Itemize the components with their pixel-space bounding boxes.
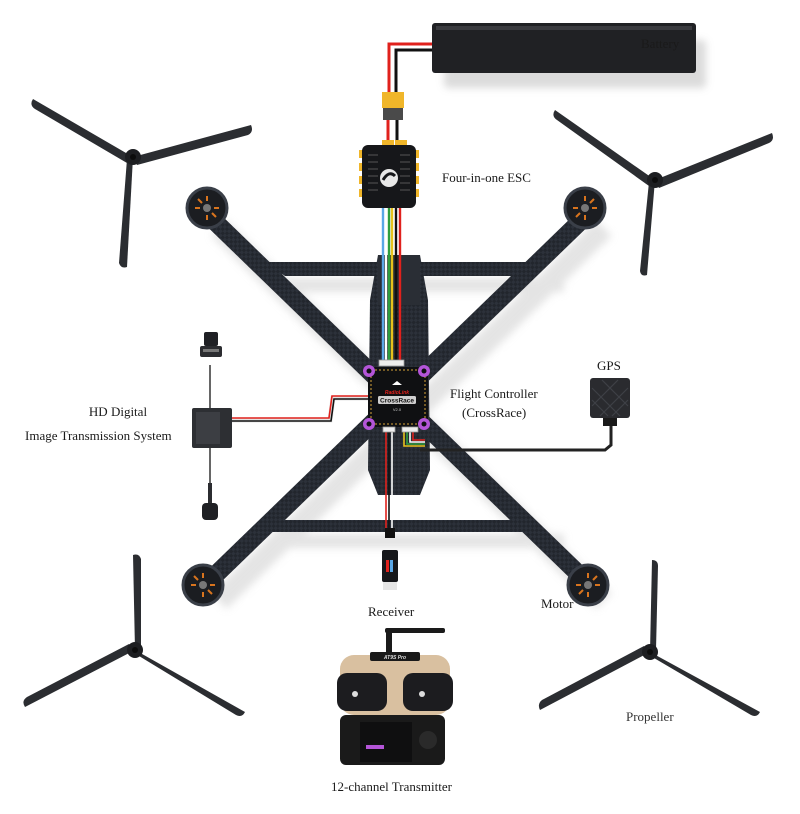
battery xyxy=(432,23,706,88)
four-in-one-esc xyxy=(359,140,419,208)
gps-cable xyxy=(401,426,613,452)
gps-module xyxy=(590,378,630,426)
motor-bottom-right xyxy=(566,563,610,607)
battery-pack xyxy=(432,23,696,73)
label-hd-line2: Image Transmission System xyxy=(25,428,172,443)
fc-brand-text: RadioLink xyxy=(385,390,409,396)
label-flight-controller-model: (CrossRace) xyxy=(462,405,527,420)
tx-left-gimbal xyxy=(337,673,387,711)
fc-version-text: V2.0 xyxy=(393,407,402,412)
label-hd-line1: HD Digital xyxy=(88,404,148,419)
label-receiver: Receiver xyxy=(368,604,415,619)
xt60-connector xyxy=(382,92,404,140)
frame-brace-bottom xyxy=(265,520,535,532)
label-transmitter: 12-channel Transmitter xyxy=(331,779,452,794)
label-esc: Four-in-one ESC xyxy=(442,170,531,185)
battery-power-wires xyxy=(387,42,432,95)
motor-top-left xyxy=(185,186,229,230)
fc-direction-arrow-icon xyxy=(392,381,402,385)
propeller-top-right xyxy=(553,110,773,276)
hd-video-transmission-system xyxy=(192,332,232,520)
flight-controller: RadioLink CrossRace V2.0 xyxy=(363,365,430,430)
propeller-top-left xyxy=(31,99,252,268)
tx-screen xyxy=(360,722,412,762)
esc-signal-ribbon xyxy=(378,208,405,367)
label-battery: Battery xyxy=(641,36,680,51)
motor-top-right xyxy=(563,186,607,230)
label-flight-controller: Flight Controller xyxy=(450,386,538,401)
fpv-camera xyxy=(200,332,222,357)
gps-unit xyxy=(590,378,630,418)
transmitter: AT9S Pro xyxy=(337,628,453,765)
tx-right-gimbal xyxy=(403,673,453,711)
motor-bottom-left xyxy=(181,563,225,607)
propeller-bottom-right xyxy=(538,560,760,716)
propeller-bottom-left xyxy=(23,554,245,716)
label-motor: Motor xyxy=(541,596,574,611)
vtx-cable xyxy=(232,395,368,423)
tx-model-text: AT9S Pro xyxy=(383,655,406,661)
fc-model-text: CrossRace xyxy=(380,398,414,405)
vtx-antenna xyxy=(208,483,212,503)
tx-antenna xyxy=(385,628,445,633)
label-gps: GPS xyxy=(597,358,621,373)
receiver-cable xyxy=(382,426,396,528)
receiver xyxy=(382,528,398,590)
label-propeller: Propeller xyxy=(626,709,674,724)
